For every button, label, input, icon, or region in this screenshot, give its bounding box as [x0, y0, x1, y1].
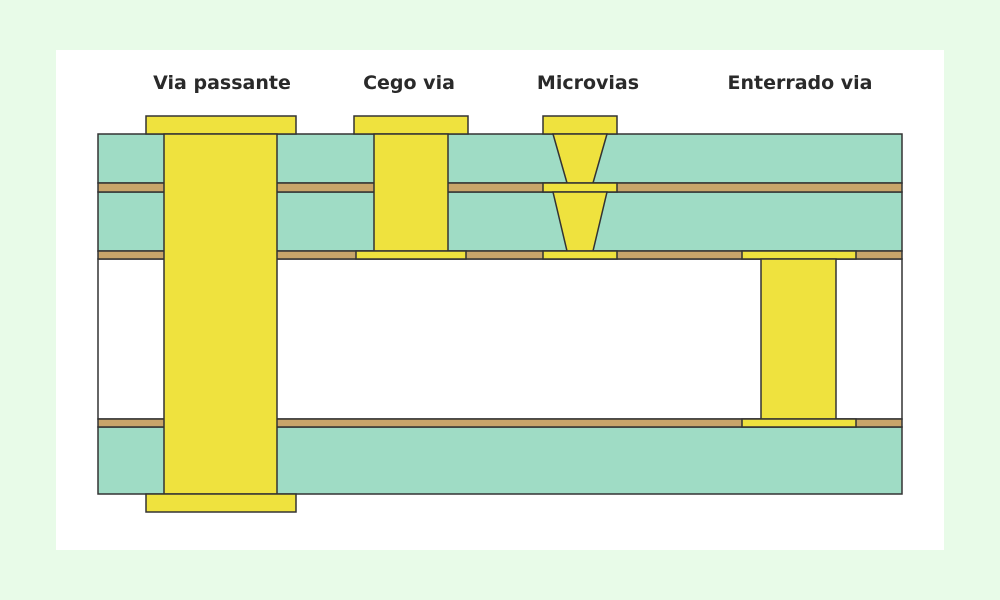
through-via-top-pad — [145, 115, 297, 135]
through-via-bottom-pad — [145, 493, 297, 513]
buried-via-bottom-pad — [741, 418, 857, 428]
label-through-via: Via passante — [153, 72, 291, 94]
copper-layer-3 — [97, 418, 903, 428]
buried-via-top-pad — [741, 250, 857, 260]
microvia-middle-pad — [542, 182, 618, 193]
blind-via-top-pad — [353, 115, 469, 135]
label-blind-via: Cego via — [363, 72, 455, 94]
label-microvias: Microvias — [536, 72, 640, 94]
copper-layer-2 — [97, 250, 903, 260]
buried-via-barrel — [760, 258, 837, 420]
label-buried-via: Enterrado via — [727, 72, 873, 94]
microvia-bottom-pad — [542, 250, 618, 260]
blind-via-barrel — [373, 133, 449, 252]
microvia-top-pad — [542, 115, 618, 135]
blind-via-bottom-pad — [355, 250, 467, 260]
copper-layer-1 — [97, 182, 903, 193]
through-via-barrel — [163, 133, 278, 495]
